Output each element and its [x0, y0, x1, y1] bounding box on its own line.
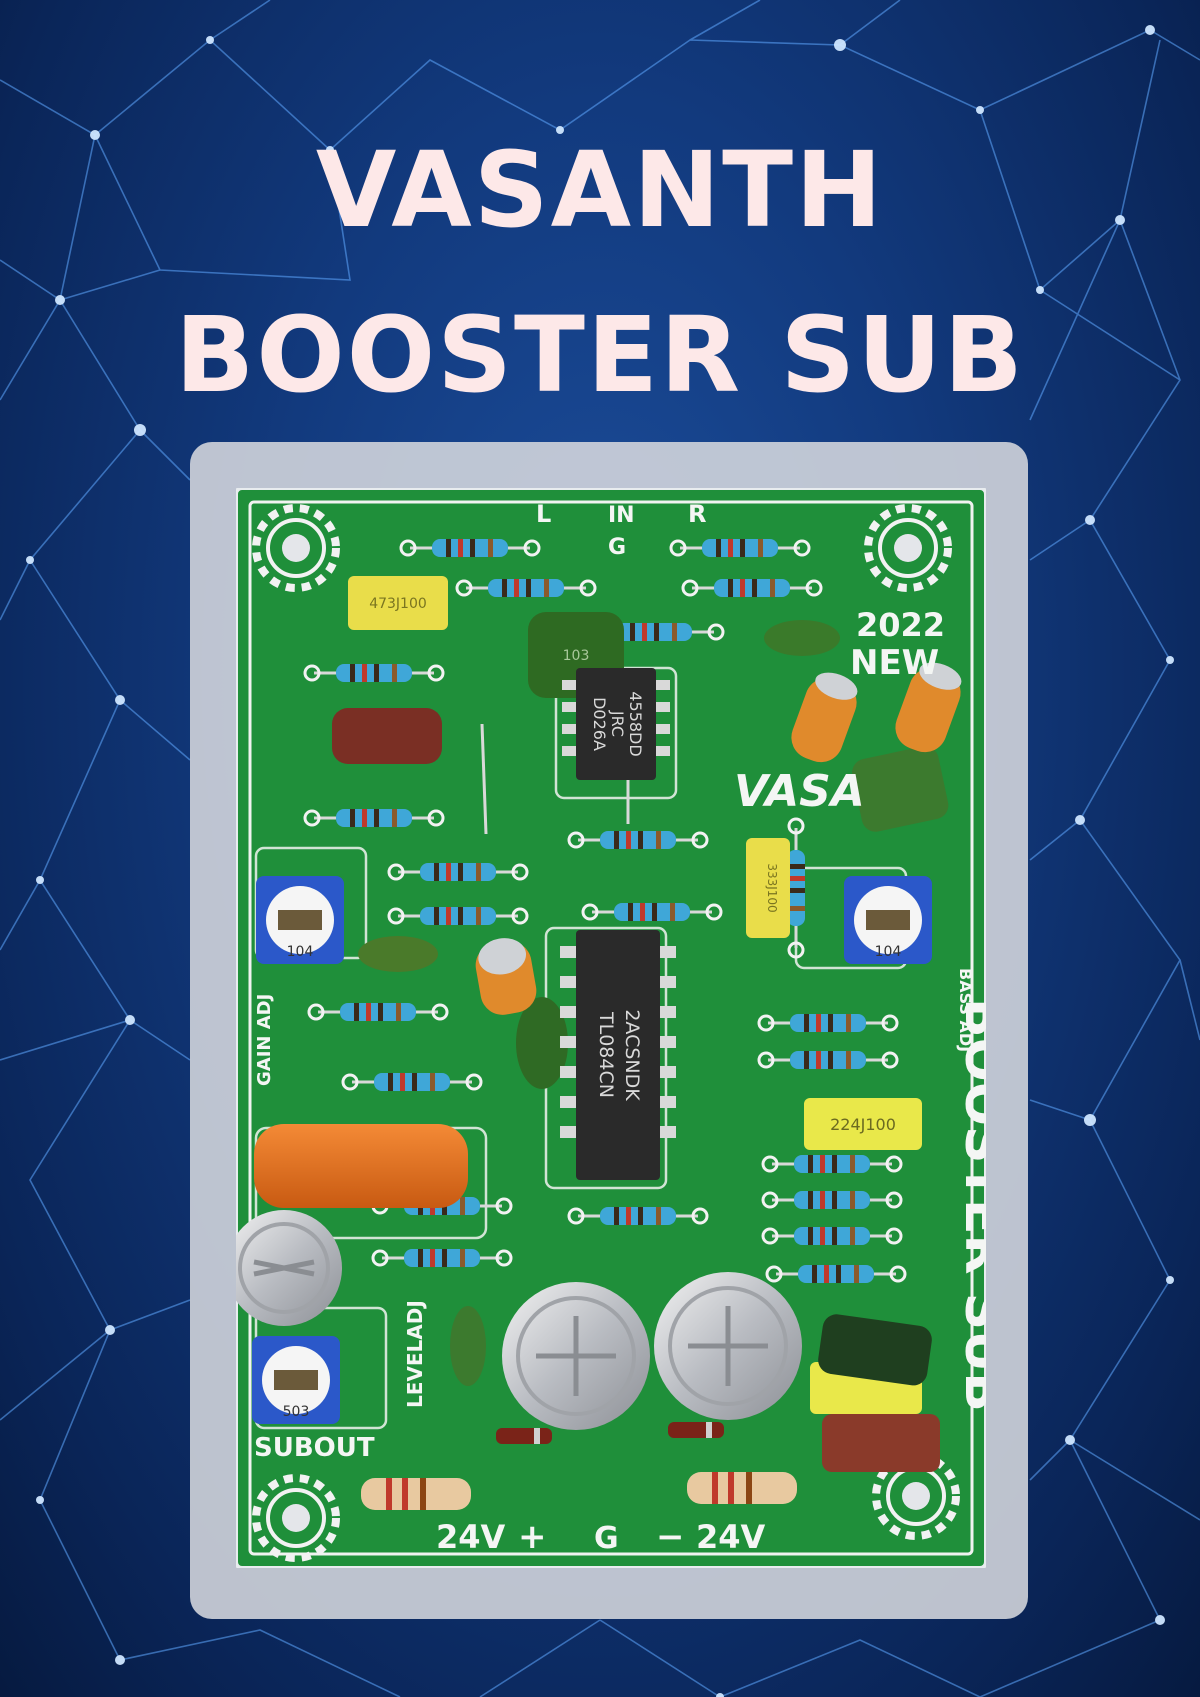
svg-text:VASA: VASA [734, 766, 865, 817]
svg-text:4558DD: 4558DD [626, 691, 645, 756]
power-resistors [361, 1472, 797, 1510]
svg-text:LEVELADJ: LEVELADJ [403, 1300, 427, 1408]
large-capacitors [236, 1210, 802, 1430]
svg-text:NEW: NEW [850, 643, 939, 683]
svg-text:333J100: 333J100 [765, 863, 779, 912]
svg-text:TL084CN: TL084CN [595, 1011, 617, 1098]
svg-text:−: − [656, 1517, 685, 1557]
svg-text:JRC: JRC [608, 710, 627, 737]
svg-text:L: L [536, 500, 551, 528]
svg-text:D026A: D026A [590, 697, 609, 751]
svg-text:2ACSNDK: 2ACSNDK [621, 1009, 643, 1101]
title-line-1: VASANTH [315, 129, 885, 251]
svg-text:SUBOUT: SUBOUT [254, 1433, 375, 1463]
pcb-board-photo: 473J100 333J100 224J100 103 [236, 488, 986, 1568]
svg-text:103: 103 [563, 648, 590, 664]
yellow-capacitor-333: 333J100 [746, 838, 790, 938]
svg-text:503: 503 [283, 1404, 310, 1420]
svg-text:473J100: 473J100 [369, 596, 427, 612]
svg-text:G: G [594, 1521, 619, 1556]
svg-text:IN: IN [608, 503, 635, 528]
svg-text:G: G [608, 535, 626, 560]
svg-text:BASS ADJ: BASS ADJ [956, 968, 975, 1052]
yellow-capacitor-473: 473J100 [348, 576, 448, 630]
svg-text:24V: 24V [696, 1518, 766, 1556]
electrolytic-capacitors-small [475, 662, 962, 1015]
svg-text:224J100: 224J100 [830, 1115, 896, 1134]
svg-text:24V: 24V [436, 1518, 506, 1556]
svg-text:R: R [688, 500, 706, 528]
ic-4558: 4558DD JRC D026A [562, 668, 670, 780]
trimmer-pots: 104 104 503 [252, 876, 932, 1424]
title-line-2: BOOSTER SUB [175, 294, 1025, 416]
svg-text:104: 104 [875, 944, 902, 960]
svg-text:BOOSTER SUB: BOOSTER SUB [953, 998, 986, 1412]
silkscreen-labels: L IN R G 2022 NEW VASA GAIN ADJ BASS ADJ… [254, 500, 986, 1557]
jumper-wire [480, 723, 488, 835]
svg-text:GAIN ADJ: GAIN ADJ [254, 994, 275, 1086]
orange-capacitor [254, 1124, 468, 1208]
yellow-capacitor-224: 224J100 [804, 1098, 922, 1150]
svg-text:+: + [518, 1517, 547, 1557]
ic-tl084: 2ACSNDK TL084CN [560, 930, 676, 1180]
svg-text:104: 104 [287, 944, 314, 960]
diodes [496, 1422, 724, 1444]
brown-capacitors [332, 708, 940, 1472]
svg-text:2022: 2022 [856, 606, 945, 644]
green-film-capacitors: 103 [358, 612, 949, 1386]
